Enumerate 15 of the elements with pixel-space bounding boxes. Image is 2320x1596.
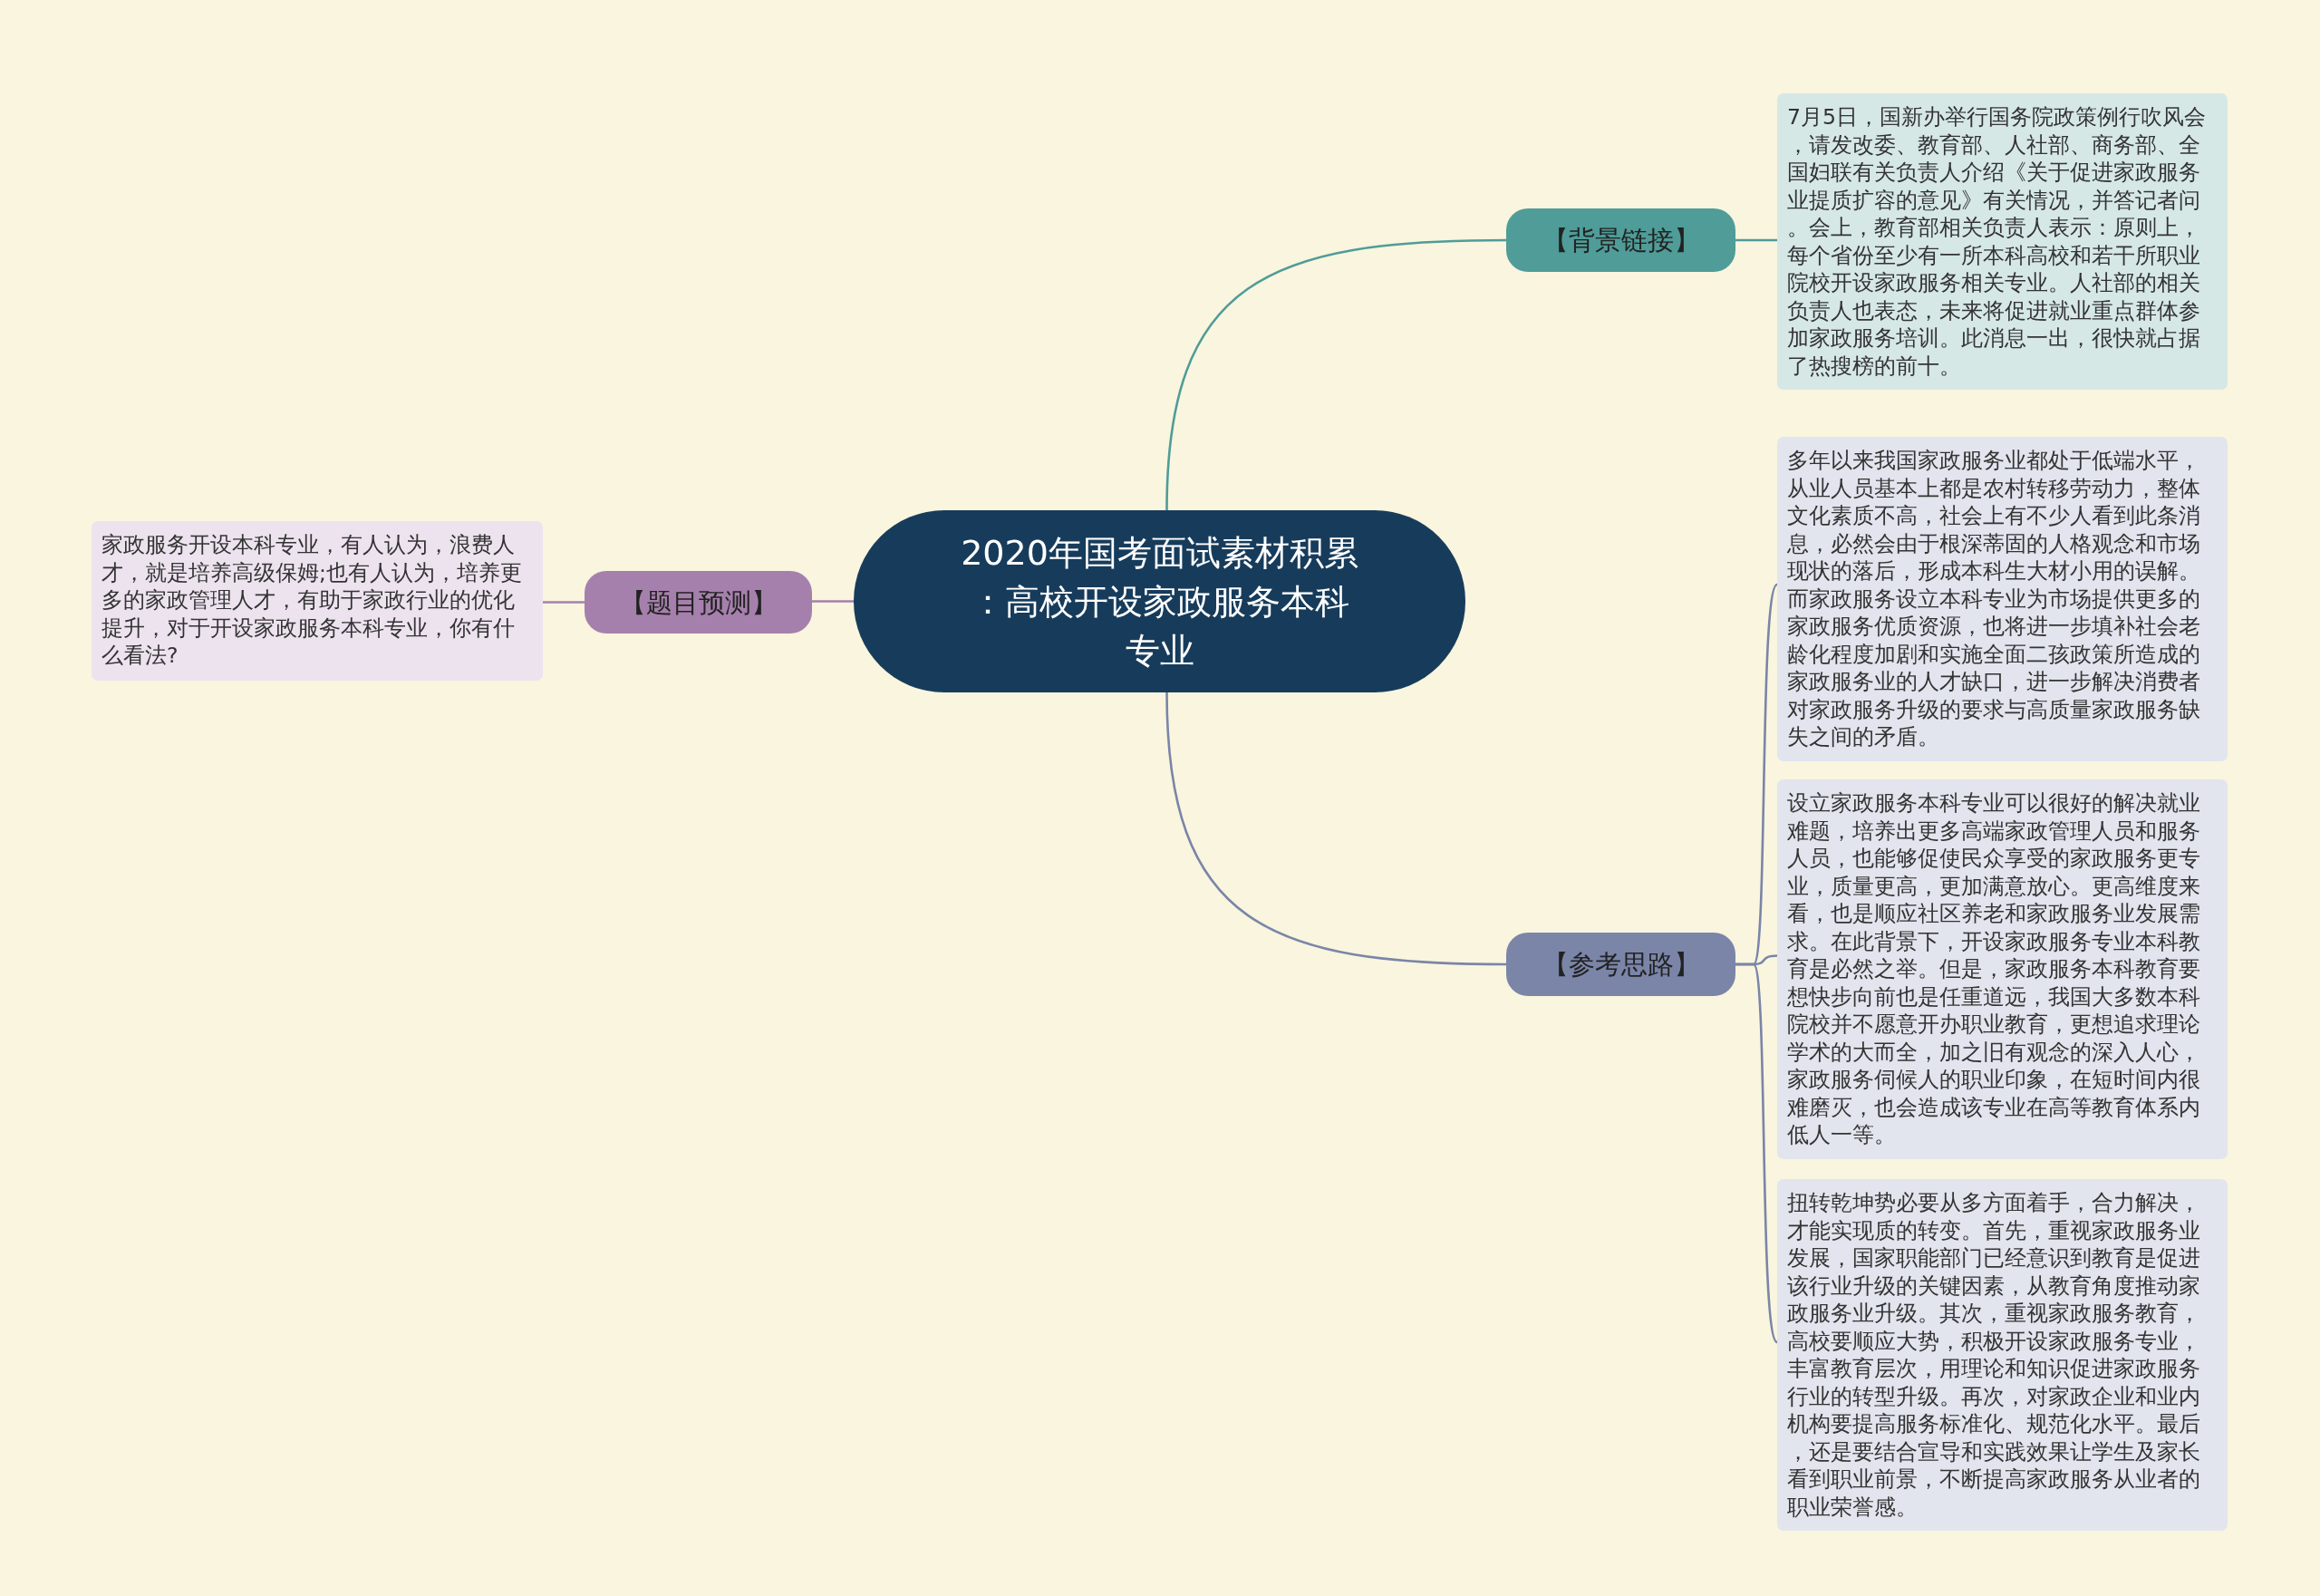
branch-tag: 【背景链接】: [1506, 208, 1735, 272]
note-box: 7月5日，国新办举行国务院政策例行吹风会，请发改委、教育部、人社部、商务部、全国妇联有关负责人介绍《关于促进家政服务业提质扩容的意见》有关情况，并答记者问。会上，教育部相关负责人表示：原则上，每个省份至少有一所本科高校和若干所职业院校开设家政服务相关专业。人社部的相关负责人也表态，未来将促进就业重点群体参加家政服务培训。此消息一出，很快就占据了热搜榜的前十。: [1777, 93, 2228, 390]
branch-tag: 【题目预测】: [585, 571, 812, 634]
connector-line: [812, 600, 854, 603]
note-box: 家政服务开设本科专业，有人认为，浪费人才，就是培养高级保姆;也有人认为，培养更多的家政管理人才，有助于家政行业的优化提升，对于开设家政服务本科专业，你有什么看法?: [92, 521, 543, 681]
note-box: 扭转乾坤势必要从多方面着手，合力解决，才能实现质的转变。首先，重视家政服务业发展，国家职能部门已经意识到教育是促进该行业升级的关键因素，从教育角度推动家政服务业升级。其次，重视家政服务教育，高校要顺应大势，积极开设家政服务专业，丰富教育层次，用理论和知识促进家政服务行业的转型升级。再次，对家政企业和业内机构要提高服务标准化、规范化水平。最后，还是要结合宣导和实践效果让学生及家长看到职业前景，不断提高家政服务从业者的职业荣誉感。: [1777, 1179, 2228, 1531]
branch-tag: 【参考思路】: [1506, 933, 1735, 996]
topic-pill: 2020年国考面试素材积累：高校开设家政服务本科专业: [854, 510, 1465, 692]
connector-line: [543, 601, 585, 604]
connector-line: [1735, 238, 1777, 242]
connector-line: [1735, 962, 1779, 1343]
note-box: 设立家政服务本科专业可以很好的解决就业难题，培养出更多高端家政管理人员和服务人员，也能够促使民众享受的家政服务更专业，质量更高，更加满意放心。更高维度来看，也是顺应社区养老和家政服务业发展需求。在此背景下，开设家政服务专业本科教育是必然之举。但是，家政服务本科教育要想快步向前也是任重道远，我国大多数本科院校并不愿意开办职业教育，更想追求理论学术的大而全，加之旧有观念的深入人心，家政服务伺候人的职业印象，在短时间内很难磨灭，也会造成该专业在高等教育体系内低人一等。: [1777, 779, 2228, 1159]
connector-line: [1165, 238, 1507, 511]
connector-line: [1165, 692, 1507, 966]
note-box: 多年以来我国家政服务业都处于低端水平，从业人员基本上都是农村转移劳动力，整体文化素质不高，社会上有不少人看到此条消息，必然会由于根深蒂固的人格观念和市场现状的落后，形成本科生大材小用的误解。而家政服务设立本科专业为市场提供更多的家政服务优质资源，也将进一步填补社会老龄化程度加剧和实施全面二孩政策所造成的家政服务业的人才缺口，进一步解决消费者对家政服务升级的要求与高质量家政服务缺失之间的矛盾。: [1777, 437, 2228, 761]
